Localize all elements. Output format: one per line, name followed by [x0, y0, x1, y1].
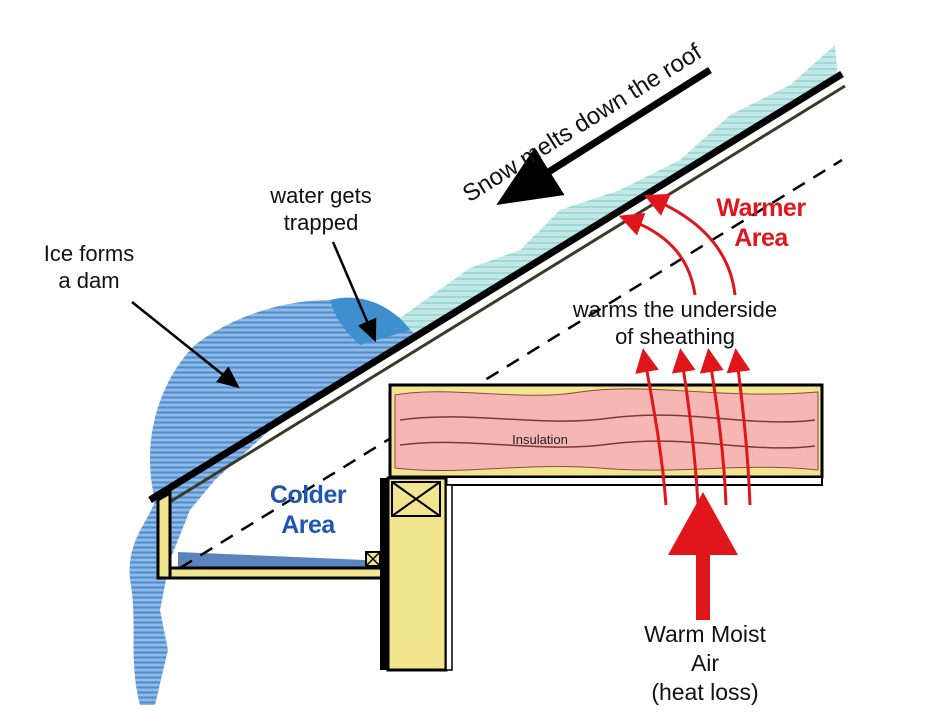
ice-dam-line-2: a dam: [58, 268, 120, 293]
soffit: [168, 566, 387, 580]
warm-moist-air-label: Warm Moist Air (heat loss): [615, 620, 795, 707]
roof-sheathing: [159, 84, 846, 510]
ice-dam-label: Ice forms a dam: [34, 240, 144, 294]
heat-arrows: [618, 193, 752, 506]
ice-dam-pointer: [131, 301, 240, 389]
water-trapped-label: water gets trapped: [256, 182, 386, 236]
fascia: [156, 490, 172, 580]
snow-melt-arrow: [496, 67, 712, 205]
ceiling: [388, 383, 824, 486]
colder-area-label: Colder Area: [258, 480, 358, 540]
water-trapped-line-1: water gets: [270, 183, 372, 208]
warms-underside-line-1: warms the underside: [572, 297, 778, 322]
wall-sheathing: [380, 478, 388, 670]
roof: [148, 71, 846, 580]
insulation: [394, 388, 819, 472]
ceiling-drywall: [389, 476, 823, 486]
warmer-area-label: Warmer Area: [706, 193, 816, 253]
colder-area-line-2: Area: [281, 511, 335, 539]
warm-air-line-3: (heat loss): [651, 679, 759, 705]
snow-layer: [400, 45, 838, 338]
warmer-area-line-1: Warmer: [716, 194, 806, 222]
warmer-area-line-2: Area: [734, 224, 788, 252]
cold-warm-divider: [179, 158, 843, 570]
exterior-wall: [365, 476, 453, 672]
roof-shingles: [148, 71, 844, 503]
colder-area-line-1: Colder: [269, 481, 347, 509]
warms-underside-line-2: of sheathing: [615, 324, 735, 349]
trapped-water-pointer: [331, 241, 377, 343]
warms-underside-label: warms the underside of sheathing: [540, 296, 810, 350]
ice-dam-line-1: Ice forms: [43, 241, 135, 266]
water-trapped-line-2: trapped: [283, 210, 359, 235]
warm-air-line-1: Warm Moist: [644, 621, 766, 647]
insulation-label: Insulation: [512, 432, 568, 447]
warm-air-line-2: Air: [690, 650, 720, 676]
warm-air-arrow: [668, 492, 738, 620]
